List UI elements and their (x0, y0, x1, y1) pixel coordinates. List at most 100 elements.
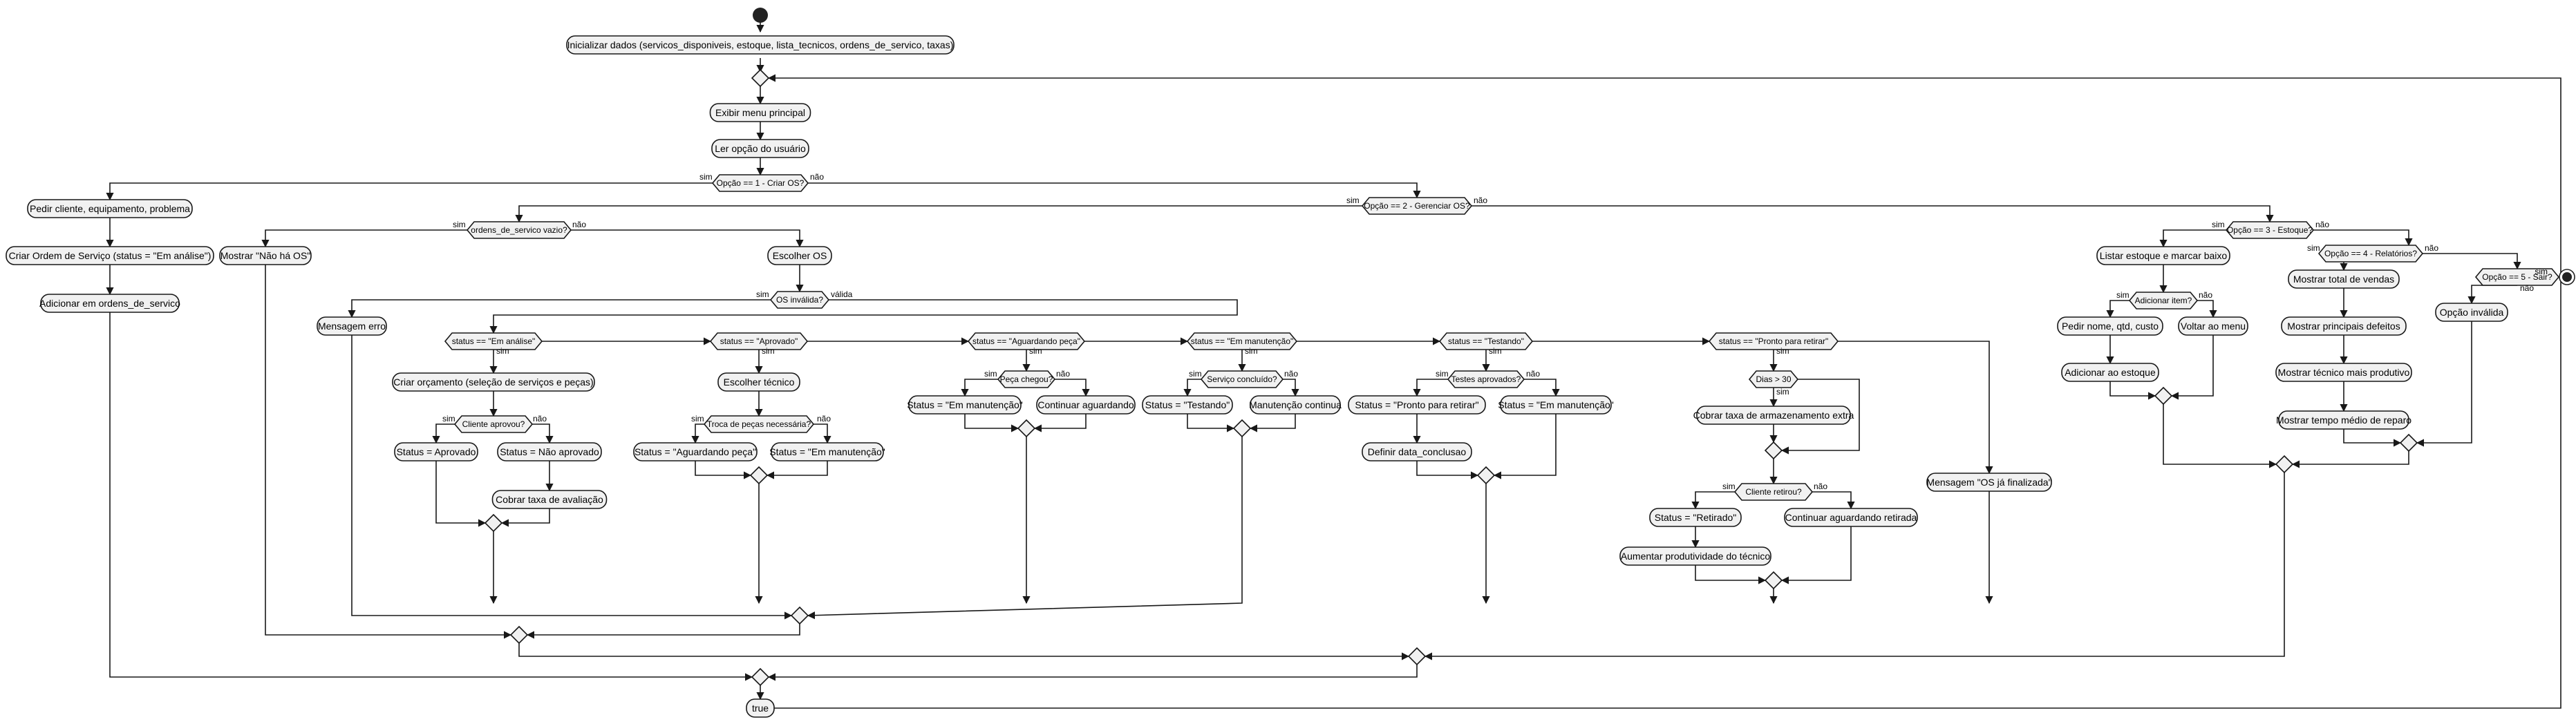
decision-aprovou: Cliente aprovou? (453, 415, 534, 433)
decision-shape (2474, 268, 2560, 286)
activity-box (6, 246, 214, 265)
flow-edge-23 (432, 423, 455, 444)
flow-edge-67 (351, 335, 793, 620)
activity-label: Criar orçamento (seleção de serviços e p… (393, 377, 593, 388)
branch-label-sim: sim (1245, 346, 1258, 356)
activity-box (392, 372, 595, 392)
activity-label: Manutenção continua (1249, 399, 1342, 410)
activity-s_aprovado: Status = Aprovado (394, 442, 478, 461)
activity-erro: Mensagem erro (317, 316, 387, 336)
decision-shape (444, 332, 543, 350)
decision-shape (2225, 221, 2315, 239)
activity-label: Definir data_conclusao (1368, 446, 1467, 457)
branch-label-sim: sim (453, 220, 466, 229)
end-node (2562, 272, 2572, 282)
activity-voltar: Voltar ao menu (2178, 316, 2248, 336)
activity-vendas: Mostrar total de vendas (2288, 269, 2400, 289)
branch-label-nao: não (572, 220, 586, 229)
activity-box (908, 395, 1022, 415)
activity-box (1250, 395, 1341, 415)
flow-edge-13 (348, 299, 771, 318)
decision-shape (967, 332, 1086, 350)
decision-shape (2128, 292, 2199, 309)
decision-label: Serviço concluído? (1207, 374, 1277, 384)
activity-label: Listar estoque e marcar baixo (2100, 250, 2228, 261)
activity-orcamento: Criar orçamento (seleção de serviços e p… (392, 372, 595, 392)
activity-label: Voltar ao menu (2181, 321, 2246, 332)
merge-m_os (790, 606, 809, 625)
decision-op4: Opção == 4 - Relatórios? (2318, 245, 2424, 263)
activity-s_pronto: Status = "Pronto para retirar" (1348, 395, 1486, 415)
flow-edge-14 (489, 299, 1238, 334)
decision-st_pronto: status == "Pronto para retirar" (1708, 332, 1839, 350)
branch-label-sim: sim (2535, 267, 2548, 276)
decision-label: status == "Em análise" (452, 336, 536, 346)
flow-edge-35 (961, 379, 998, 397)
activity-label: Status = Aprovado (397, 446, 476, 457)
branch-label-nao: não (2425, 243, 2438, 253)
branch-label-nao: não (1814, 482, 1827, 491)
flow-edge-40 (1183, 379, 1201, 397)
activity-cont_retirada: Continuar aguardando retirada (1784, 508, 1918, 527)
activity-label: Status = Não aprovado (500, 446, 599, 457)
branch-label-sim: sim (1189, 369, 1202, 379)
flow-edge-30 (691, 423, 704, 444)
activity-label: Mostrar principais defeitos (2287, 321, 2400, 332)
activity-naoha: Mostrar "Não há OS" (219, 246, 312, 265)
decision-label: Troca de peças necessária? (707, 419, 811, 429)
decision-op5: Opção == 5 - Sair? (2474, 268, 2560, 286)
activity-box (1649, 508, 1742, 527)
decision-shape (1438, 332, 1534, 350)
activity-box (1348, 395, 1486, 415)
branch-label-sim: sim (2116, 290, 2130, 300)
decision-label: Testes aprovados? (1451, 374, 1521, 384)
decision-st_testando: status == "Testando" (1438, 332, 1534, 350)
branch-label-sim: sim (1346, 196, 1360, 205)
activity-taxa_aval: Cobrar taxa de avaliação (491, 490, 608, 509)
decision-label: Peça chegou? (1000, 374, 1053, 384)
branch-label-sim: sim (1776, 387, 1789, 397)
flow-edge-8 (808, 182, 1421, 199)
decision-op3: Opção == 3 - Estoque? (2225, 221, 2315, 239)
flow-edge-43 (1249, 414, 1296, 432)
decision-op1: Opção == 1 - Criar OS? (711, 174, 809, 192)
activity-s_aguardando: Status = "Aguardando peça" (633, 442, 758, 461)
activity-s_naoaprovado: Status = Não aprovado (497, 442, 602, 461)
decision-label: ordens_de_servico vazio? (471, 225, 567, 235)
flow-edge-37 (964, 414, 1019, 432)
activity-label: Adicionar ao estoque (2065, 367, 2156, 378)
activity-label: Escolher OS (773, 250, 827, 261)
branch-label-valida: válida (831, 289, 853, 299)
decision-shape (703, 415, 815, 433)
decision-label: Dias > 30 (1756, 374, 1791, 384)
merge-m_testando (1476, 466, 1496, 485)
activity-tecnico: Escolher técnico (717, 372, 800, 392)
edges-layer (106, 15, 2561, 709)
activity-finalizada: Mensagem "OS já finalizada" (1926, 473, 2052, 492)
decision-shape (453, 415, 534, 433)
activity-box (2275, 363, 2412, 382)
activity-box (711, 139, 809, 158)
flow-edge-90 (2163, 404, 2277, 468)
activity-box (746, 698, 775, 718)
activity-label: true (752, 703, 769, 714)
activity-label: Aumentar produtividade do técnico (1621, 551, 1771, 562)
start-node (753, 8, 768, 23)
branch-label-nao: não (1526, 369, 1540, 379)
flow-edge-5 (106, 182, 713, 201)
activity-box (27, 199, 193, 218)
flow-edge-84 (2343, 429, 2402, 447)
activity-box (717, 372, 800, 392)
decision-shape (997, 370, 1056, 388)
activity-label: Pedir cliente, equipamento, problema (30, 203, 190, 214)
flow-edge-95 (767, 74, 2561, 709)
activity-box (317, 316, 387, 336)
decision-st_aprovado: status == "Aprovado" (709, 332, 809, 350)
flow-edge-87 (2467, 285, 2517, 305)
merge-m_vazio (509, 625, 529, 645)
flow-edge-55 (1691, 491, 1735, 510)
activity-label: Ler opção do usuário (715, 143, 806, 154)
decision-testes: Testes aprovados? (1447, 370, 1525, 388)
decision-label: status == "Em manutenção" (1191, 336, 1294, 346)
